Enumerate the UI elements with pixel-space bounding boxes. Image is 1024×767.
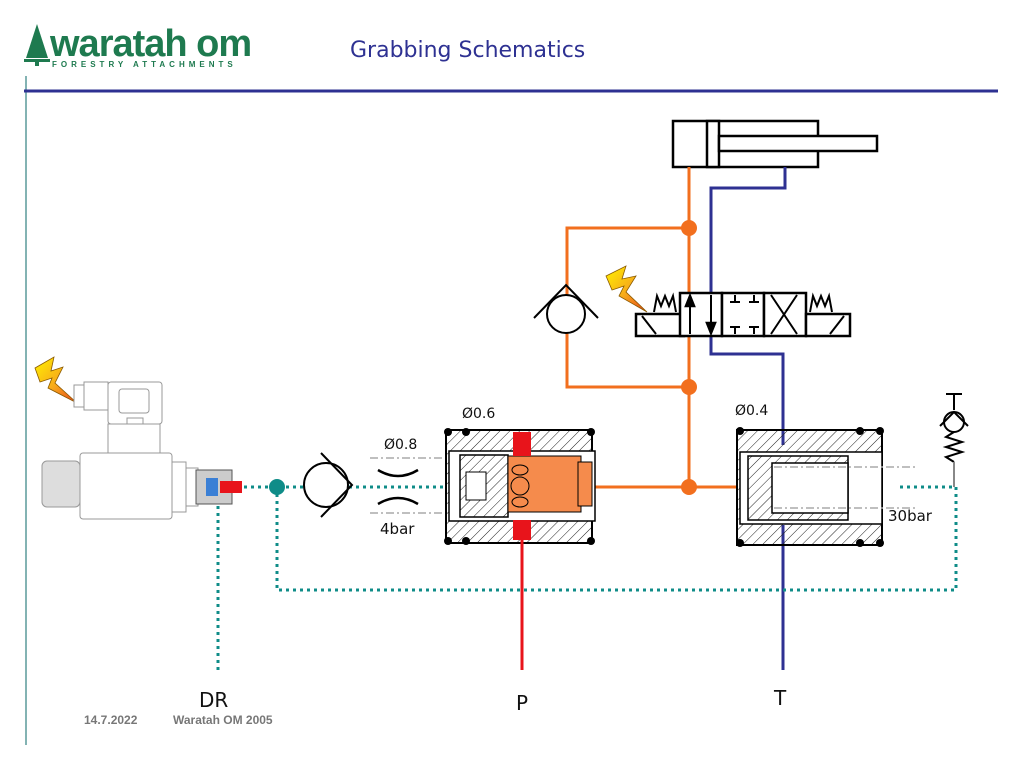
solenoid-coil bbox=[41, 381, 199, 520]
junction-dot bbox=[681, 220, 697, 236]
solenoid-lightning-icon bbox=[605, 265, 648, 313]
tree-icon bbox=[24, 24, 50, 66]
relief-cartridge-valve bbox=[736, 427, 884, 547]
drain-junction-dot bbox=[269, 479, 285, 495]
relief-valve-symbol bbox=[939, 393, 969, 487]
drain-check-valve-symbol bbox=[303, 452, 354, 518]
orifice-0.8-label: Ø0.8 bbox=[384, 437, 418, 453]
page-title: Grabbing Schematics bbox=[350, 38, 586, 63]
directional-control-valve bbox=[634, 291, 852, 338]
port-dr-label: DR bbox=[199, 688, 229, 712]
logic-cartridge-valve bbox=[444, 428, 596, 545]
relief-dash-lines bbox=[774, 466, 915, 509]
junction-dot bbox=[681, 379, 697, 395]
orifice-0.4-label: Ø0.4 bbox=[735, 403, 769, 419]
port-p-label: P bbox=[516, 691, 529, 715]
check-valve-symbol bbox=[533, 283, 599, 334]
cartridge-tip bbox=[195, 469, 242, 505]
hydraulic-cylinder bbox=[671, 119, 879, 169]
junction-dot bbox=[681, 479, 697, 495]
solenoid-lightning-icon bbox=[34, 356, 78, 404]
tank-line bbox=[709, 167, 787, 670]
orifice-0.6-label: Ø0.6 bbox=[462, 406, 496, 422]
footer-date: 14.7.2022 bbox=[84, 713, 138, 727]
pressure-30bar-label: 30bar bbox=[888, 507, 932, 525]
orifice-dash-lines bbox=[370, 457, 444, 514]
logo-brand: waratah om bbox=[50, 23, 252, 65]
footer-company: Waratah OM 2005 bbox=[173, 713, 273, 727]
pressure-4bar-label: 4bar bbox=[380, 520, 415, 538]
orifice-symbol bbox=[377, 468, 419, 506]
port-t-label: T bbox=[774, 686, 787, 710]
logo-tagline: FORESTRY ATTACHMENTS bbox=[52, 60, 237, 69]
waratah-logo: waratah om FORESTRY ATTACHMENTS bbox=[24, 22, 274, 72]
